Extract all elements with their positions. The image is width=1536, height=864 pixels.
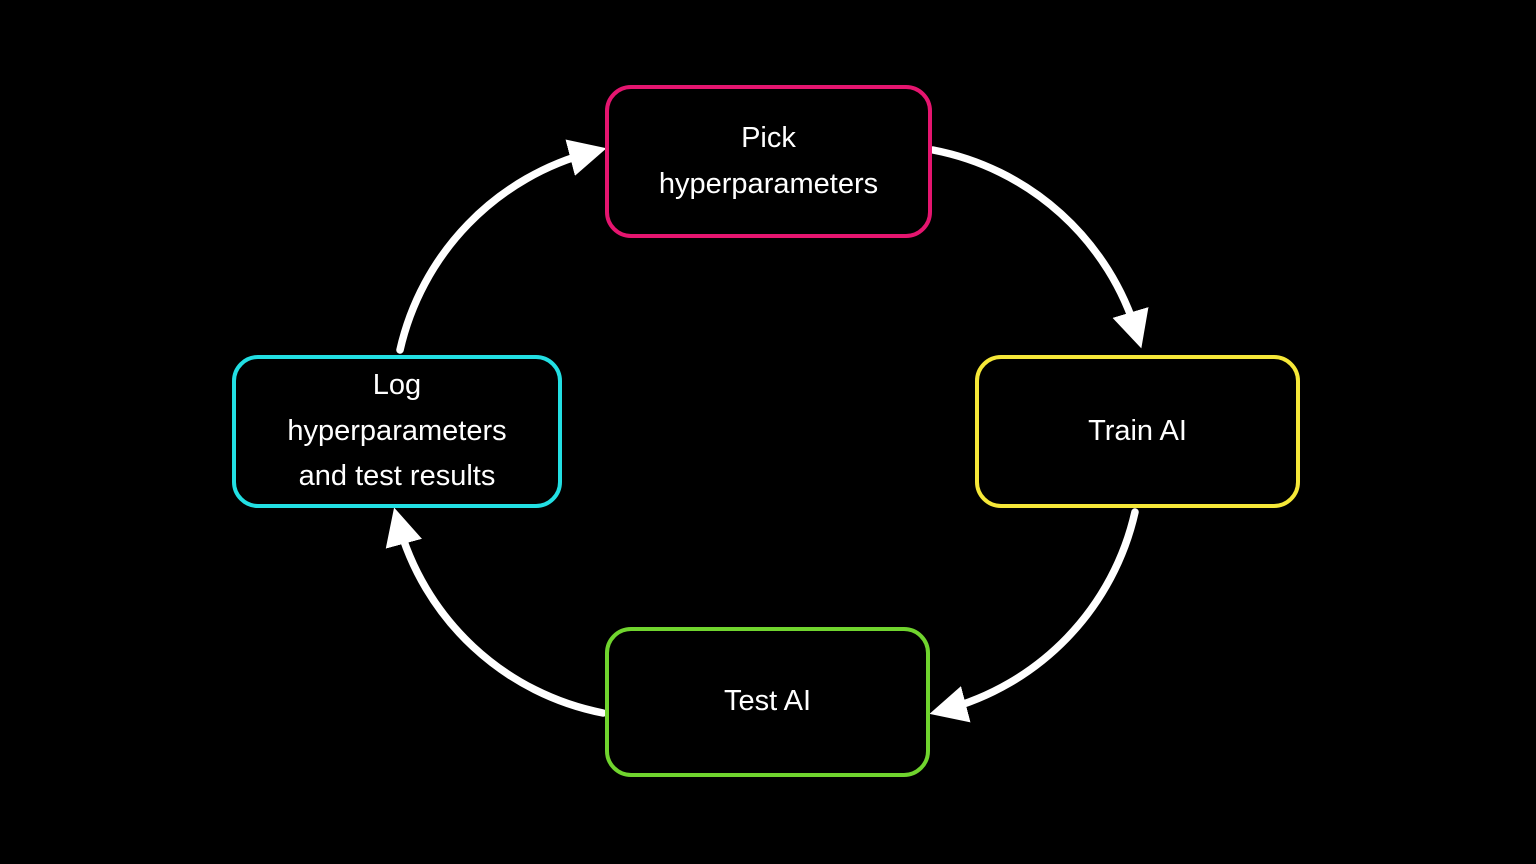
node-label-train: Train AI: [1088, 414, 1187, 447]
arrow-train-to-test: [929, 508, 1139, 723]
arrow-log-to-pick: [396, 139, 607, 354]
node-label-test: Test AI: [723, 685, 812, 718]
node-test-ai: Test AI: [605, 627, 930, 777]
node-label-pick: Pick hyperparameters: [658, 121, 879, 200]
arrow-pick-to-train: [929, 146, 1149, 349]
node-log-hyperparameters-results: Log hyperparameters and test results: [232, 355, 562, 508]
node-train-ai: Train AI: [975, 355, 1300, 508]
node-label-log: Log hyperparameters and test results: [287, 368, 507, 493]
arrow-test-to-log: [385, 507, 607, 717]
node-pick-hyperparameters: Pick hyperparameters: [605, 85, 932, 238]
